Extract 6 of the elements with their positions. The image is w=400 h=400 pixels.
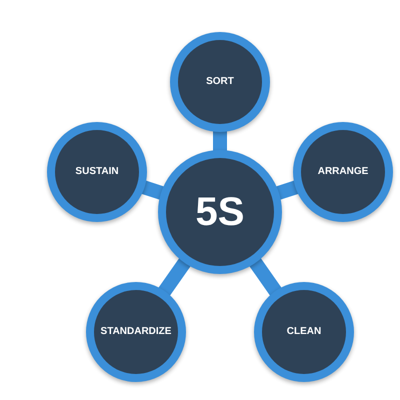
step-label: STANDARDIZE (100, 326, 172, 338)
step-label: ARRANGE (318, 166, 368, 178)
center-title: 5S (196, 192, 244, 232)
step-label: SORT (206, 76, 234, 88)
step-label: CLEAN (286, 326, 322, 338)
step-label: SUSTAIN (75, 166, 119, 178)
